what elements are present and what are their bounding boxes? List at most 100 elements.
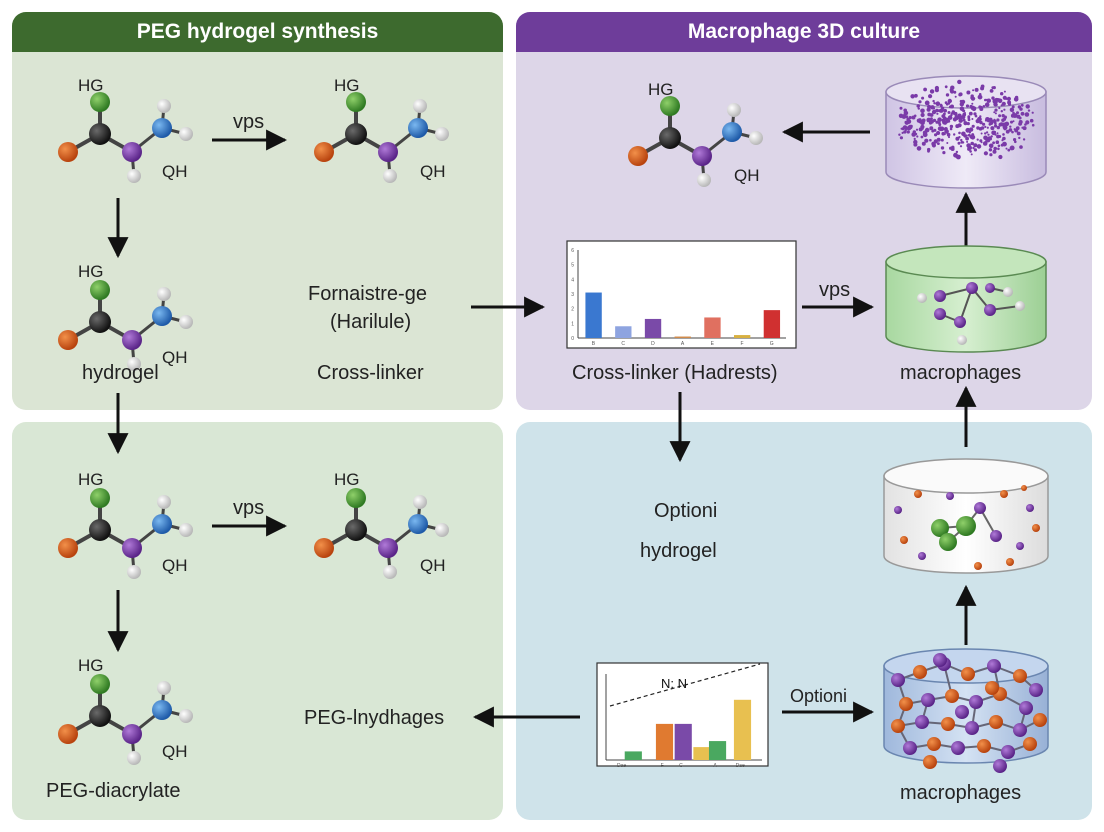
chart2-bar (655, 723, 674, 760)
cell-dot (998, 122, 1003, 127)
cell-dot (916, 135, 919, 138)
cell-dot (901, 127, 905, 131)
cell-dot (950, 85, 955, 90)
cell-dot (969, 150, 972, 153)
cell-dot (988, 143, 994, 149)
chart2-bar (708, 741, 727, 760)
cell-dot (1000, 110, 1003, 113)
cell-dot (937, 117, 942, 122)
cell-dot (929, 126, 934, 131)
cell-dot (933, 128, 937, 132)
cell-dot (985, 139, 989, 143)
cell-dot (927, 112, 932, 117)
cell-dot (957, 79, 962, 85)
cell-dot (1009, 145, 1015, 151)
hydrogel-container-purple (885, 75, 1047, 189)
cell-dot (967, 147, 971, 151)
cell-dot (970, 153, 973, 156)
cell-dot (942, 151, 946, 155)
cell-dot (983, 135, 988, 141)
label-macrophages: macrophages (900, 362, 1022, 384)
cell-dot (1008, 128, 1013, 132)
hydrogel-container-white (883, 458, 1049, 574)
cell-dot (970, 141, 974, 146)
label-harilule: (Harilule) (330, 311, 412, 333)
cell-dot (957, 141, 961, 145)
cell-dot (955, 150, 959, 154)
molecule-label-hg: HG (78, 262, 104, 281)
cell-dot (912, 130, 916, 134)
cell-dot (987, 133, 990, 136)
cell-dot (920, 124, 925, 129)
cell-dot (986, 126, 989, 129)
cell-dot (924, 100, 930, 106)
cell-dot (1002, 133, 1005, 136)
cell-dot (941, 118, 946, 123)
cell-dot (1031, 111, 1034, 114)
network-bead (969, 695, 983, 709)
label-peg-diacrylate: PEG-diacrylate (46, 780, 181, 802)
cell-dot (1003, 127, 1007, 131)
cell-dot (1027, 109, 1031, 112)
network-bead (1001, 745, 1015, 759)
cell-dot (973, 112, 977, 116)
cell-dot (1020, 111, 1025, 116)
cell-dot (984, 119, 988, 122)
cell-dot (994, 97, 999, 102)
panel-title-macrophage-culture: Macrophage 3D culture (516, 12, 1092, 52)
cell-dot (916, 104, 921, 108)
network-bead (903, 741, 917, 755)
cell-dot (1011, 130, 1014, 134)
cell-dot (925, 129, 927, 132)
cell-dot (936, 137, 941, 142)
cell-dot (980, 126, 985, 130)
cell-dot (998, 154, 1003, 160)
cell-dot (1012, 113, 1018, 118)
cell-dot (995, 140, 1000, 144)
network-bead (891, 673, 905, 687)
cell-dot (988, 122, 992, 126)
network-bead (927, 737, 941, 751)
cell-dot (964, 112, 966, 114)
cell-dot (959, 99, 963, 103)
cell-dot (918, 118, 922, 122)
cell-dot (954, 115, 960, 121)
chart1-xtick: G (770, 341, 774, 347)
cell-dot (935, 101, 941, 106)
cell-dot (943, 112, 946, 116)
cell-dot (996, 125, 1000, 130)
cell-dot (940, 106, 945, 111)
label-macrophages-bottom: macrophages (900, 782, 1022, 804)
chart1-xtick: D (651, 341, 655, 347)
cell-dot (947, 115, 953, 120)
cell-dot (904, 120, 909, 125)
cell-dot (990, 126, 995, 131)
cell-dot (935, 120, 939, 124)
cell-dot (932, 107, 936, 110)
cell-dot (973, 148, 978, 152)
cell-dot (983, 151, 989, 156)
cell-dot (994, 122, 997, 125)
label-peg-lnydhages: PEG-lnydhages (304, 707, 445, 729)
cell-dot (921, 127, 924, 130)
network-bead (1013, 723, 1027, 737)
network-bead (1033, 713, 1047, 727)
chart1-bar (615, 326, 632, 338)
cell-dot (993, 130, 997, 134)
cell-dot (979, 107, 984, 111)
chart1-ytick: 1 (571, 321, 574, 327)
cell-dot (994, 133, 997, 136)
cell-dot (903, 110, 909, 116)
cell-dot (988, 137, 993, 141)
cell-dot (1010, 120, 1013, 124)
cell-dot (1025, 120, 1030, 125)
chart1-xtick: E (711, 341, 715, 347)
cell-dot (966, 90, 971, 95)
arrow-label-optioni: Optioni (790, 686, 848, 706)
cell-dot (958, 93, 962, 97)
chart1-bar (763, 310, 781, 338)
cell-dot (961, 131, 966, 137)
network-bead (941, 717, 955, 731)
chart1-xtick: C (621, 341, 625, 347)
cell-dot (992, 141, 995, 145)
